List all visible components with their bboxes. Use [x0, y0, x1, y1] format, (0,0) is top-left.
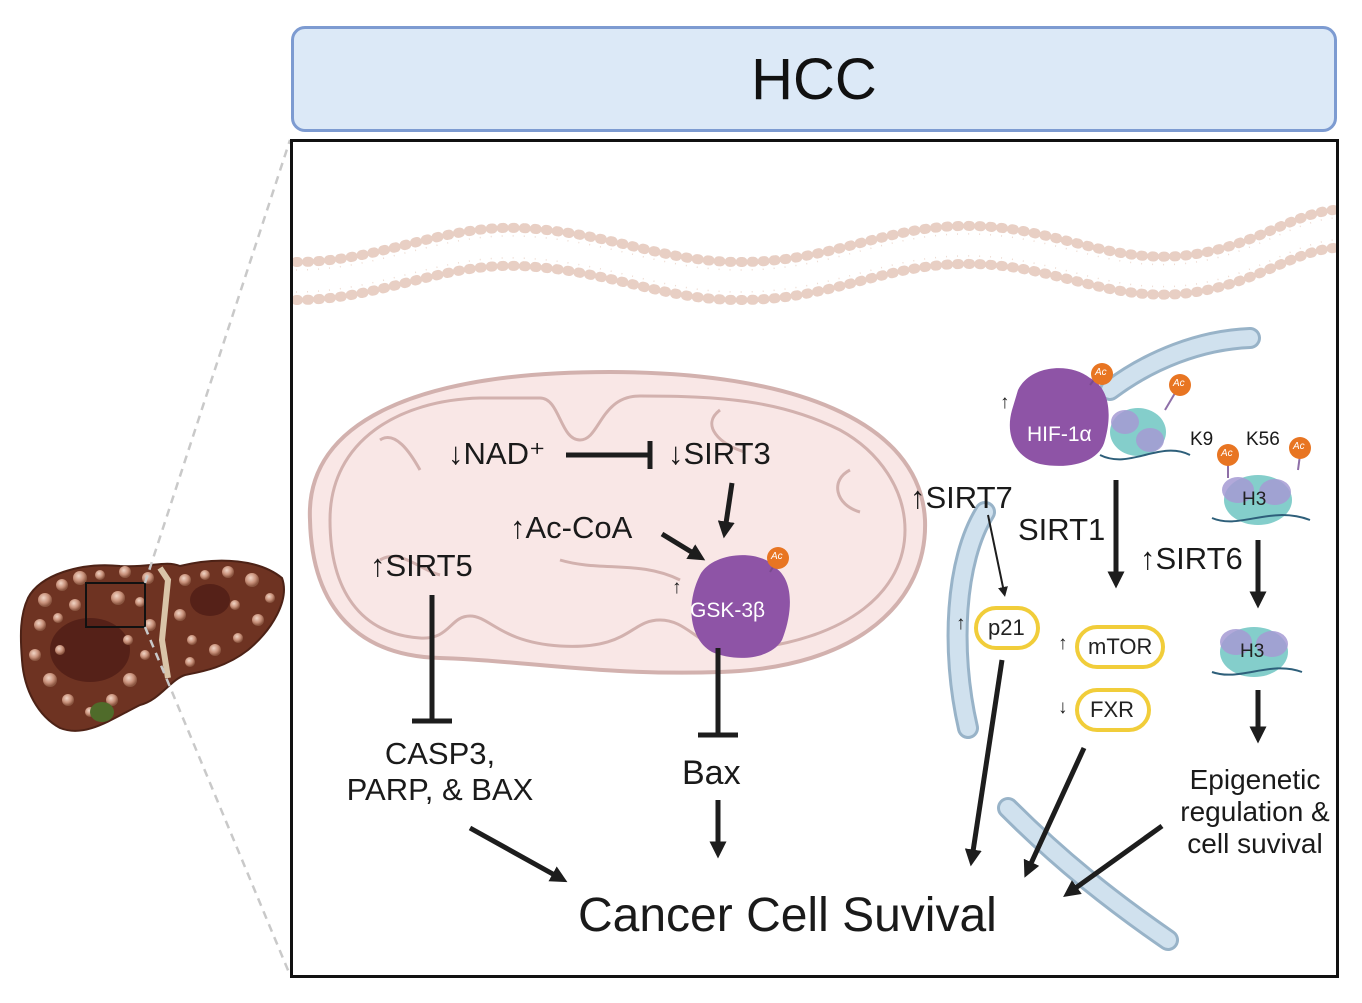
h3-bottom-label: H3	[1240, 641, 1265, 662]
ac-marker-5: Ac	[771, 551, 783, 562]
k56-label: K56	[1246, 429, 1280, 450]
zoom-line-bottom	[143, 626, 292, 976]
gsk3b-label: GSK-3β	[690, 599, 766, 622]
fxr-label: FXR	[1090, 697, 1134, 722]
mtor-pill	[1075, 625, 1165, 669]
ac-marker-2: Ac	[1173, 378, 1185, 389]
p21-up-arrow: ↑	[956, 613, 966, 634]
sirt1-label: SIRT1	[1018, 512, 1106, 547]
survival-label: Cancer Cell Suvival	[578, 889, 997, 942]
sirt7-label: ↑SIRT7	[910, 480, 1013, 515]
accoa-label: ↑Ac-CoA	[510, 510, 633, 545]
fxr-down-arrow: ↓	[1058, 697, 1068, 718]
title-banner: HCC	[291, 26, 1337, 132]
k9-label: K9	[1190, 429, 1214, 450]
nucleosome-h3-top	[1211, 437, 1311, 525]
page-title: HCC	[751, 46, 877, 112]
cell-membrane	[291, 205, 1339, 306]
bax-label: Bax	[682, 754, 741, 792]
fxr-pill	[1075, 688, 1151, 732]
ac-marker-3: Ac	[1221, 448, 1233, 459]
ac-marker-4: Ac	[1293, 441, 1305, 452]
ac-marker-1: Ac	[1095, 367, 1107, 378]
sirt6-label: ↑SIRT6	[1140, 541, 1243, 576]
epigenetic-label: Epigenetic regulation & cell suvival	[1180, 764, 1330, 860]
mtor-label: mTOR	[1088, 634, 1153, 659]
sirt3-label: ↓SIRT3	[668, 436, 771, 471]
pathway-arrows	[412, 441, 1267, 897]
zoom-line-top	[143, 139, 292, 584]
nad-label: ↓NAD⁺	[448, 436, 546, 471]
casp-label: CASP3, PARP, & BAX	[346, 736, 534, 807]
p21-pill	[974, 606, 1040, 650]
p21-label: p21	[988, 615, 1025, 640]
mtor-up-arrow: ↑	[1058, 633, 1068, 654]
nucleosome-h3-bottom	[1211, 627, 1303, 677]
gsk-up-arrow: ↑	[672, 577, 682, 598]
gsk3b-protein	[691, 547, 790, 658]
hif-protein	[1009, 363, 1113, 466]
h3-top-label: H3	[1242, 489, 1267, 510]
cell-panel	[290, 139, 1339, 978]
sirt5-label: ↑SIRT5	[370, 548, 473, 583]
hif-up-arrow: ↑	[1000, 392, 1010, 413]
nucleosome-top	[1099, 374, 1191, 461]
hif-label: HIF-1α	[1027, 423, 1092, 446]
